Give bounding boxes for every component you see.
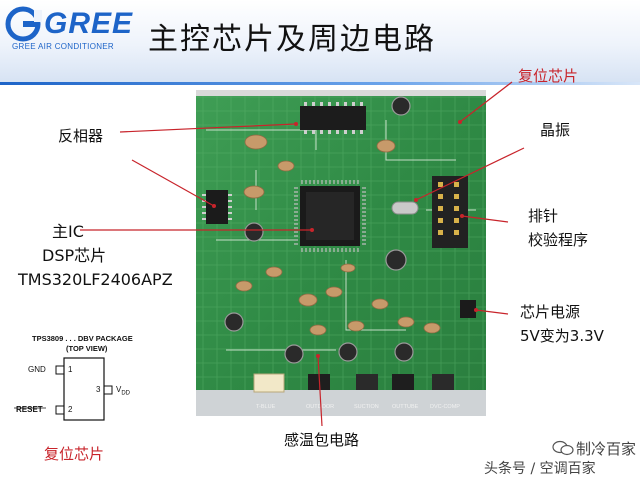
watermark-line2: 头条号 / 空调百家 [484,461,596,477]
brand-name: GREE [44,7,134,40]
pin2-number: 2 [68,405,73,414]
wechat-icon [552,440,574,456]
circuit-board-photo: T-BLUE OUTDOOR SUCTION OUTTUBE DVC-COMP [196,90,486,416]
label-power-line1: 芯片电源 [520,303,581,321]
watermark-line1: 制冷百家 [576,440,637,458]
silk-dvc-comp: DVC-COMP [430,404,460,410]
label-inverter: 反相器 [58,127,104,145]
label-crystal: 晶振 [540,121,571,139]
pin3-name-main: V [116,385,122,394]
header-rule [0,82,640,85]
pin1-number: 1 [68,365,73,374]
silk-suction: SUCTION [354,404,379,410]
label-sensor-circuit: 感温包电路 [284,431,360,449]
silk-t-blue: T-BLUE [256,404,276,410]
gree-logo-mark-icon [5,6,42,42]
silk-outdoor: OUTDOOR [306,404,334,410]
pinout-diagram [14,357,113,421]
pin3-number: 3 [96,385,101,394]
pinout-package: TPS3809 . . . DBV PACKAGE [32,334,133,343]
brand-tagline: GREE AIR CONDITIONER [12,42,115,51]
label-main-ic-line3: TMS320LF2406APZ [18,270,173,289]
label-main-ic-line1: 主IC [52,222,84,241]
page-title: 主控芯片及周边电路 [148,22,436,57]
label-header-line2: 校验程序 [528,231,589,249]
pin1-name: GND [28,365,46,374]
header-band [0,0,640,82]
pin2-name: RESET [16,405,43,414]
pin3-name: VDD [116,385,130,399]
label-main-ic-line2: DSP芯片 [42,246,107,265]
brand-logo: GREE GREE AIR CONDITIONER [4,6,132,54]
label-header-line1: 排针 [528,207,559,225]
pin3-name-sub: DD [121,390,131,397]
pinout-view: (TOP VIEW) [66,344,108,353]
label-reset-chip-bottom: 复位芯片 [44,445,105,463]
reset-chip-pinout: TPS3809 . . . DBV PACKAGE (TOP VIEW) GND… [12,326,172,426]
label-power-line2: 5V变为3.3V [520,327,604,345]
silk-outtube: OUTTUBE [392,404,419,410]
label-reset-chip-top: 复位芯片 [518,67,579,85]
